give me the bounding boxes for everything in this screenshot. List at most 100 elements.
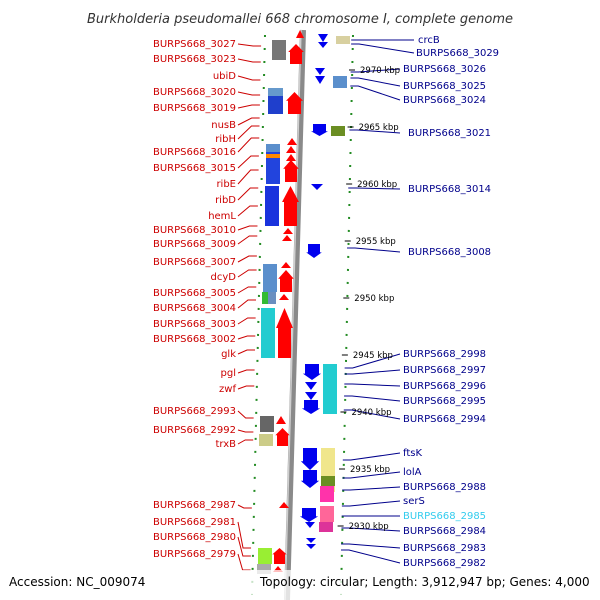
forward-gene-arrow[interactable] — [275, 428, 290, 446]
forward-label-connector — [237, 58, 261, 63]
highlighted-gene-label[interactable]: BURPS668_2985 — [403, 511, 486, 522]
forward-gene-label[interactable]: BURPS668_3027 — [153, 39, 236, 50]
reverse-gene-label[interactable]: BURPS668_3026 — [403, 64, 486, 75]
reverse-gene-arrow[interactable] — [306, 538, 316, 543]
reverse-gene-label[interactable]: BURPS668_2996 — [403, 381, 486, 392]
forward-gene-label[interactable]: nusB — [211, 120, 236, 131]
forward-gene-arrow[interactable] — [286, 146, 296, 153]
reverse-gene-arrow[interactable] — [299, 508, 319, 522]
forward-gene-label[interactable]: pgl — [221, 368, 236, 379]
reverse-gene-label[interactable]: crcB — [418, 35, 440, 46]
forward-gene-arrow[interactable] — [296, 30, 304, 38]
reverse-gene-label[interactable]: BURPS668_3021 — [408, 128, 491, 139]
reverse-gene-arrow[interactable] — [305, 392, 317, 400]
forward-gene-arrow[interactable] — [286, 92, 303, 114]
reverse-gene-arrow[interactable] — [306, 544, 316, 549]
reverse-gene-label[interactable]: BURPS668_3014 — [408, 184, 491, 195]
forward-gene-label[interactable]: trxB — [215, 439, 236, 450]
forward-gene-arrow[interactable] — [282, 186, 299, 226]
forward-gene-label[interactable]: BURPS668_2980 — [153, 532, 236, 543]
forward-gene-label[interactable]: glk — [221, 349, 236, 360]
forward-gene-label[interactable]: BURPS668_2979 — [153, 549, 236, 560]
forward-gene-label[interactable]: BURPS668_2981 — [153, 517, 236, 528]
forward-gene-label[interactable]: BURPS668_3020 — [153, 87, 236, 98]
reverse-gene-arrow[interactable] — [311, 184, 323, 190]
forward-gene-label[interactable]: BURPS668_2992 — [153, 425, 236, 436]
reverse-gene-label[interactable]: BURPS668_2998 — [403, 349, 486, 360]
forward-gene-arrow[interactable] — [272, 548, 287, 564]
forward-gene-label[interactable]: BURPS668_2987 — [153, 500, 236, 511]
forward-gene-label[interactable]: BURPS668_3010 — [153, 225, 236, 236]
reverse-gene-label[interactable]: BURPS668_2995 — [403, 396, 486, 407]
reverse-gene-label[interactable]: BURPS668_3024 — [403, 95, 486, 106]
position-mark-label: 2945 kbp — [353, 351, 393, 361]
reverse-gene-label[interactable]: BURPS668_3025 — [403, 81, 486, 92]
forward-gene-arrow[interactable] — [282, 235, 292, 241]
forward-gene-label[interactable]: dcyD — [211, 272, 237, 283]
forward-gene-arrow[interactable] — [278, 270, 294, 292]
forward-gene-label[interactable]: ribH — [215, 134, 236, 145]
forward-gene-label[interactable]: BURPS668_3019 — [153, 103, 236, 114]
forward-gene-arrow[interactable] — [283, 228, 293, 234]
forward-gene-arrow[interactable] — [281, 262, 291, 268]
reverse-gene-label[interactable]: lolA — [403, 467, 422, 478]
forward-gene-label[interactable]: BURPS668_2993 — [153, 406, 236, 417]
forward-gene-arrow[interactable] — [286, 154, 296, 161]
forward-gene-arrow[interactable] — [288, 44, 304, 64]
reverse-gene-label[interactable]: BURPS668_3029 — [416, 48, 499, 59]
forward-gene-label[interactable]: ribD — [215, 195, 236, 206]
forward-gene-label[interactable]: ribE — [216, 179, 236, 190]
forward-gene-label[interactable]: BURPS668_3007 — [153, 257, 236, 268]
reverse-gene-arrow[interactable] — [315, 76, 325, 84]
reverse-gene-arrow[interactable] — [315, 68, 325, 75]
reverse-gene-label[interactable]: BURPS668_2983 — [403, 543, 486, 554]
forward-label-connector — [237, 299, 256, 309]
reverse-gene-label[interactable]: ftsK — [403, 448, 422, 459]
forward-gene-label[interactable]: ubiD — [213, 71, 236, 82]
forward-gene-arrow[interactable] — [287, 138, 297, 145]
forward-gene-label[interactable]: BURPS668_3004 — [153, 303, 236, 314]
reverse-gene-arrow[interactable] — [305, 522, 315, 528]
reverse-label-connector — [344, 383, 401, 387]
forward-gene-label[interactable]: hemL — [208, 211, 236, 222]
reverse-gene-arrow[interactable] — [306, 244, 322, 258]
forward-gene-arrow[interactable] — [279, 294, 289, 300]
cog-block — [265, 186, 279, 226]
reverse-gene-arrow[interactable] — [305, 382, 317, 390]
forward-gene-label[interactable]: BURPS668_3002 — [153, 334, 236, 345]
cog-block — [331, 126, 345, 136]
forward-gene-arrow[interactable] — [276, 416, 286, 424]
forward-gene-arrow[interactable] — [283, 160, 299, 182]
reverse-gene-arrow[interactable] — [301, 400, 321, 414]
forward-gene-label[interactable]: BURPS668_3009 — [153, 239, 236, 250]
reverse-label-connector — [344, 395, 401, 402]
forward-gene-label[interactable]: BURPS668_3015 — [153, 163, 236, 174]
cog-block — [319, 522, 333, 532]
forward-label-connector — [237, 117, 260, 126]
reverse-gene-arrow[interactable] — [318, 42, 328, 48]
forward-gene-label[interactable]: zwf — [219, 384, 236, 395]
footer-backdrop — [0, 570, 600, 600]
cog-block — [321, 476, 335, 486]
reverse-gene-label[interactable]: serS — [403, 496, 425, 507]
reverse-gene-label[interactable]: BURPS668_2984 — [403, 526, 486, 537]
reverse-gene-arrow[interactable] — [318, 34, 328, 42]
reverse-gene-label[interactable]: BURPS668_2994 — [403, 414, 486, 425]
forward-gene-label[interactable]: BURPS668_3016 — [153, 147, 236, 158]
forward-gene-arrow[interactable] — [279, 502, 289, 508]
forward-gene-label[interactable]: BURPS668_3023 — [153, 54, 236, 65]
reverse-label-connector — [341, 527, 401, 532]
reverse-gene-arrow[interactable] — [302, 364, 322, 380]
forward-gene-label[interactable]: BURPS668_3003 — [153, 319, 236, 330]
reverse-gene-label[interactable]: BURPS668_2982 — [403, 558, 486, 569]
cog-block — [266, 154, 280, 158]
forward-gene-arrow[interactable] — [276, 308, 293, 358]
reverse-gene-label[interactable]: BURPS668_2997 — [403, 365, 486, 376]
forward-label-connector — [237, 75, 261, 81]
forward-gene-label[interactable]: BURPS668_3005 — [153, 288, 236, 299]
reverse-gene-label[interactable]: BURPS668_3008 — [408, 247, 491, 258]
reverse-gene-label[interactable]: BURPS668_2988 — [403, 482, 486, 493]
reverse-gene-arrow[interactable] — [311, 124, 328, 136]
reverse-gene-arrow[interactable] — [300, 448, 320, 470]
reverse-gene-arrow[interactable] — [300, 470, 320, 488]
